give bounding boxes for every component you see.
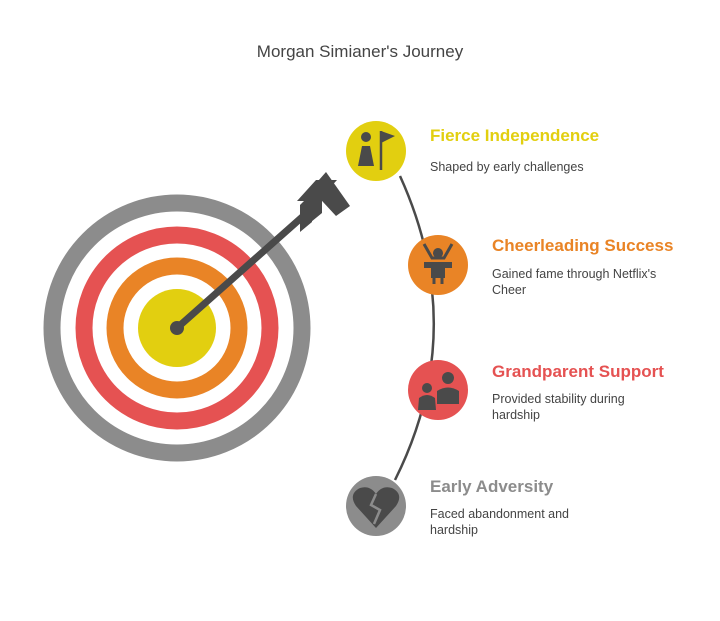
step-title-cheerleading-success: Cheerleading Success — [492, 236, 674, 255]
family-support-icon — [408, 360, 468, 420]
step-title-grandparent-support: Grandparent Support — [492, 362, 664, 381]
target-ring-orange — [106, 257, 248, 399]
timeline-arc — [393, 175, 436, 481]
broken-heart-icon — [346, 476, 406, 536]
target-ring-gray — [43, 194, 311, 462]
woman-with-flag-icon — [346, 121, 406, 181]
target-graphic — [43, 194, 311, 462]
page-title: Morgan Simianer's Journey — [256, 42, 464, 61]
step-description-early-adversity: Faced abandonment and hardship — [430, 507, 569, 537]
step-title-fierce-independence: Fierce Independence — [430, 126, 600, 145]
step-title-early-adversity: Early Adversity — [430, 477, 554, 496]
arrow-icon — [170, 172, 350, 335]
step-description-cheerleading-success: Gained fame through Netflix's Cheer — [492, 267, 657, 297]
target-ring-red — [75, 226, 279, 430]
step-description-grandparent-support: Provided stability during hardship — [492, 392, 625, 422]
step-description-fierce-independence: Shaped by early challenges — [430, 160, 584, 174]
cheerleader-icon — [408, 235, 468, 295]
